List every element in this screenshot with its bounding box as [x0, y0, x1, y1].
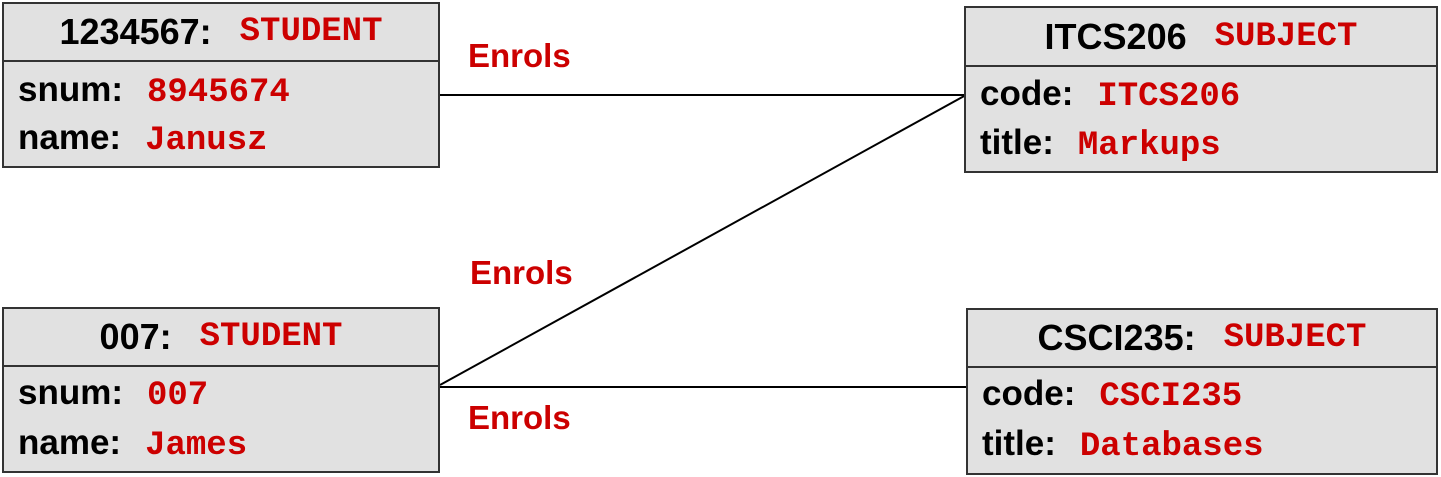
object-class: STUDENT	[239, 13, 383, 51]
attribute-name: name:	[18, 423, 122, 462]
object-header: 1234567: STUDENT	[4, 4, 438, 62]
link-label-enrols: Enrols	[468, 399, 571, 436]
attribute-value: ITCS206	[1097, 78, 1241, 116]
attribute-row: snum: 8945674	[18, 70, 290, 112]
attribute-value: CSCI235	[1099, 378, 1243, 416]
object-name: ITCS206	[1044, 15, 1187, 57]
attribute-row: title: Markups	[980, 123, 1221, 165]
attribute-value: Markups	[1077, 127, 1221, 165]
object-name: 1234567:	[59, 11, 212, 52]
attribute-row: snum: 007	[18, 373, 208, 415]
attribute-name: code:	[980, 74, 1074, 113]
attribute-value: Databases	[1079, 428, 1264, 466]
student-object-007: 007: STUDENT snum: 007 name: James	[2, 307, 440, 473]
attribute-name: title:	[982, 424, 1056, 463]
subject-object-itcs206: ITCS206 SUBJECT code: ITCS206 title: Mar…	[964, 6, 1438, 173]
attribute-row: name: Janusz	[18, 118, 268, 160]
link-label-enrols: Enrols	[470, 254, 573, 291]
link-line-student2-subject1	[439, 94, 967, 386]
object-name: 007:	[99, 316, 172, 357]
object-class: STUDENT	[199, 318, 343, 356]
object-class: SUBJECT	[1223, 319, 1367, 357]
attribute-value: 8945674	[147, 74, 290, 112]
object-class: SUBJECT	[1214, 17, 1358, 56]
attribute-row: name: James	[18, 423, 247, 465]
attribute-value: 007	[147, 377, 209, 415]
link-label-enrols: Enrols	[468, 37, 571, 74]
student-object-1234567: 1234567: STUDENT snum: 8945674 name: Jan…	[2, 2, 440, 168]
attribute-row: code: ITCS206	[980, 74, 1240, 116]
subject-object-csci235: CSCI235: SUBJECT code: CSCI235 title: Da…	[966, 308, 1438, 475]
attribute-row: code: CSCI235	[982, 374, 1242, 416]
object-header: 007: STUDENT	[4, 309, 438, 367]
attribute-value: Janusz	[145, 122, 268, 160]
attribute-row: title: Databases	[982, 424, 1264, 466]
attribute-name: code:	[982, 374, 1076, 413]
attribute-name: name:	[18, 118, 122, 157]
attribute-value: James	[145, 427, 248, 465]
attribute-name: snum:	[18, 373, 123, 412]
object-name: CSCI235:	[1037, 317, 1196, 358]
attribute-name: snum:	[18, 70, 123, 109]
attribute-name: title:	[980, 123, 1054, 162]
object-header: ITCS206 SUBJECT	[966, 8, 1436, 67]
object-header: CSCI235: SUBJECT	[968, 310, 1436, 368]
